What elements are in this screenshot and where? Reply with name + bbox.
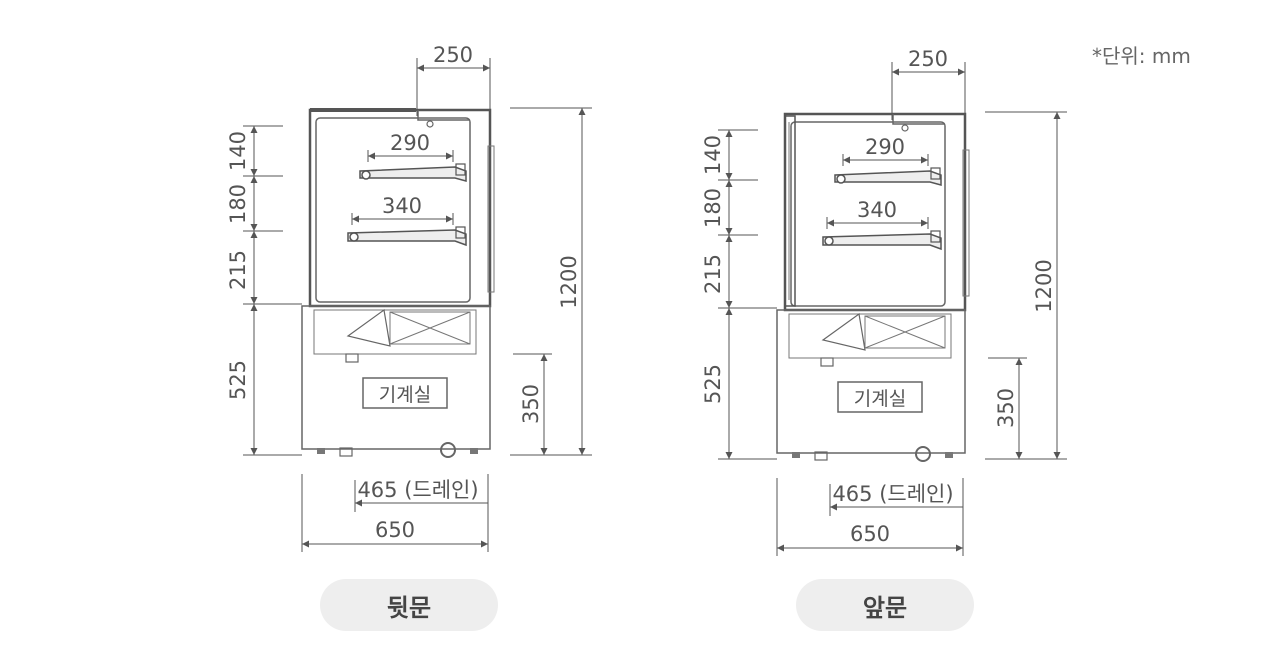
front-door-drawing: 250 290 340 140 180 215 525 1200 350 465… bbox=[701, 47, 1067, 556]
dim-h1: 140 bbox=[226, 131, 250, 171]
dim-top-width: 250 bbox=[908, 47, 948, 71]
dim-shelf-lower: 340 bbox=[857, 198, 897, 222]
dim-total-width: 650 bbox=[375, 518, 415, 542]
dim-shelf-upper: 290 bbox=[390, 131, 430, 155]
unit-note: *단위: mm bbox=[1092, 44, 1191, 68]
dim-drain: 465 (드레인) bbox=[357, 478, 478, 502]
machine-room-label: 기계실 bbox=[854, 388, 906, 410]
dim-shelf-lower: 340 bbox=[382, 194, 422, 218]
front-door-caption: 앞문 bbox=[796, 579, 974, 631]
rear-door-drawing: 250 290 340 140 180 215 525 1200 350 465… bbox=[226, 43, 592, 552]
dim-top-width: 250 bbox=[433, 43, 473, 67]
dim-drain: 465 (드레인) bbox=[832, 482, 953, 506]
dim-h2: 180 bbox=[226, 184, 250, 224]
dim-shelf-upper: 290 bbox=[865, 135, 905, 159]
dim-total-height: 1200 bbox=[1032, 259, 1056, 312]
dim-h3: 215 bbox=[226, 250, 250, 290]
dim-total-width: 650 bbox=[850, 522, 890, 546]
dim-total-height: 1200 bbox=[557, 255, 581, 308]
dim-h2: 180 bbox=[701, 188, 725, 228]
rear-door-caption: 뒷문 bbox=[320, 579, 498, 631]
dim-h1: 140 bbox=[701, 135, 725, 175]
dim-h3: 215 bbox=[701, 254, 725, 294]
dim-base: 525 bbox=[226, 360, 250, 400]
dim-base: 525 bbox=[701, 364, 725, 404]
dim-machine-height: 350 bbox=[519, 384, 543, 424]
dim-machine-height: 350 bbox=[994, 388, 1018, 428]
machine-room-label: 기계실 bbox=[379, 384, 431, 406]
